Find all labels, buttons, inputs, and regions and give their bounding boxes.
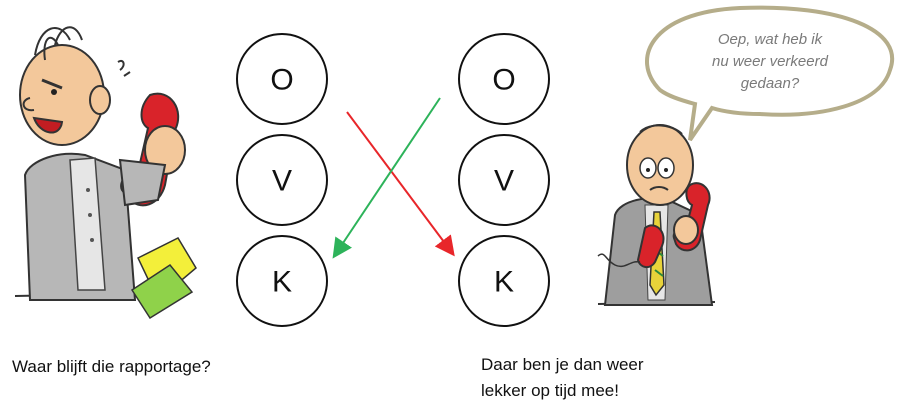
caption-right-line1: Daar ben je dan weer [481,355,644,374]
caption-left: Waar blijft die rapportage? [12,354,211,380]
caption-left-text: Waar blijft die rapportage? [12,357,211,376]
left-letter-k: K [272,266,292,299]
bubble-line-1: Oep, wat heb ik [718,31,824,48]
worried-man-illustration [597,124,716,306]
right-letter-v: V [494,165,514,198]
green-arrow [332,97,441,259]
left-letter-o: O [270,64,293,97]
right-circle-k [458,235,550,327]
left-ovk-column: O V K [236,33,328,327]
caption-right-line2: lekker op tijd mee! [481,381,619,400]
left-circle-v [236,134,328,226]
left-circle-k [236,235,328,327]
right-circle-v [458,134,550,226]
bubble-line-3: gedaan? [741,75,800,92]
bubble-line-2: nu weer verkeerd [712,53,829,70]
left-circle-o [236,33,328,125]
right-letter-k: K [494,266,514,299]
angry-man-illustration [14,26,197,320]
right-letter-o: O [492,64,515,97]
caption-right: Daar ben je dan weer lekker op tijd mee! [481,352,644,404]
speech-bubble: Oep, wat heb ik nu weer verkeerd gedaan? [645,5,894,142]
left-letter-v: V [272,165,292,198]
right-ovk-column: O V K [458,33,550,327]
right-circle-o [458,33,550,125]
red-arrow [346,111,455,257]
